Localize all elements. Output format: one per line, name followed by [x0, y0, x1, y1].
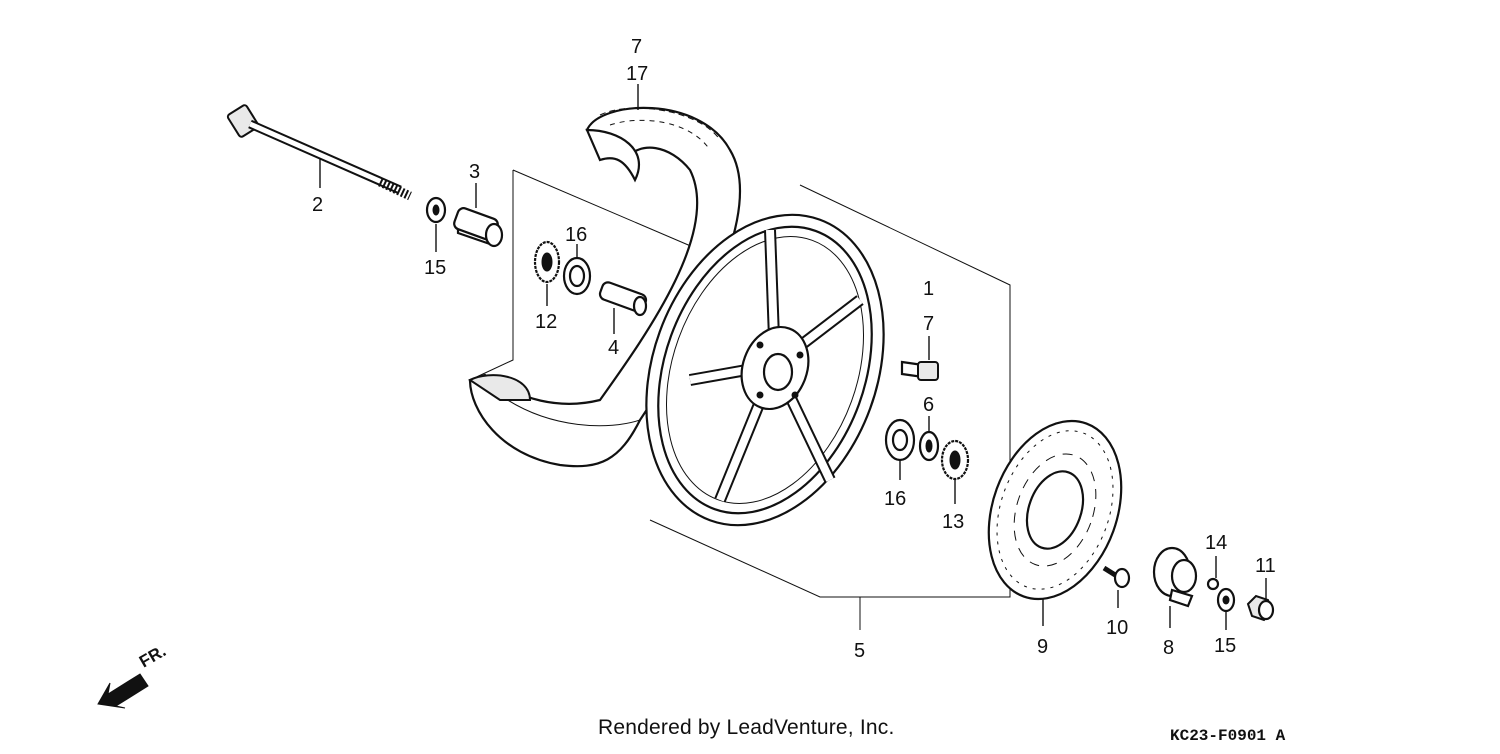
- render-credit: Rendered by LeadVenture, Inc.: [598, 716, 895, 739]
- callout-labels: 7 17 2 3 15 16 12 4 1 7 6 16 13 5 9 10 8…: [312, 36, 1276, 662]
- front-axle: [226, 104, 412, 201]
- callout-9: 9: [1037, 636, 1048, 658]
- small-washer: [1206, 556, 1220, 591]
- callout-14: 14: [1205, 532, 1227, 554]
- bearing-right: [884, 418, 916, 480]
- callout-6: 6: [923, 394, 934, 416]
- callout-2: 2: [312, 194, 323, 216]
- speedometer-gearbox: [1152, 546, 1198, 628]
- callout-12: 12: [535, 311, 557, 333]
- speedometer-retainer: [918, 416, 940, 462]
- callout-4: 4: [608, 337, 619, 359]
- side-collar: [453, 183, 504, 248]
- callout-7-valve: 7: [923, 313, 934, 335]
- disc-bolt: [1102, 565, 1131, 608]
- callout-13: 13: [942, 511, 964, 533]
- callout-7-tire: 7: [631, 36, 642, 58]
- cast-wheel: [645, 213, 885, 527]
- callout-5: 5: [854, 640, 865, 662]
- distance-collar: [598, 281, 648, 334]
- assembly-outline: [469, 169, 1011, 630]
- bearing-left-outer: [533, 240, 561, 306]
- oil-seal: [940, 439, 970, 504]
- callout-11: 11: [1255, 555, 1276, 577]
- callout-10: 10: [1106, 617, 1128, 639]
- washer-left: [425, 196, 447, 252]
- callout-17: 17: [626, 63, 648, 85]
- callout-8: 8: [1163, 637, 1174, 659]
- tire-valve: [900, 336, 939, 381]
- callout-15-right: 15: [1214, 635, 1236, 657]
- axle-nut: [1246, 578, 1275, 622]
- callout-16-right: 16: [884, 488, 906, 510]
- callout-1: 1: [923, 278, 934, 300]
- bearing-left-inner: [562, 244, 592, 296]
- front-direction-arrow: [97, 673, 149, 709]
- washer-right: [1216, 587, 1236, 630]
- callout-3: 3: [469, 161, 480, 183]
- diagram-code: KC23-F0901 A: [1170, 727, 1286, 745]
- callout-15-left: 15: [424, 257, 446, 279]
- brake-disc: [987, 419, 1123, 626]
- callout-16-left: 16: [565, 224, 587, 246]
